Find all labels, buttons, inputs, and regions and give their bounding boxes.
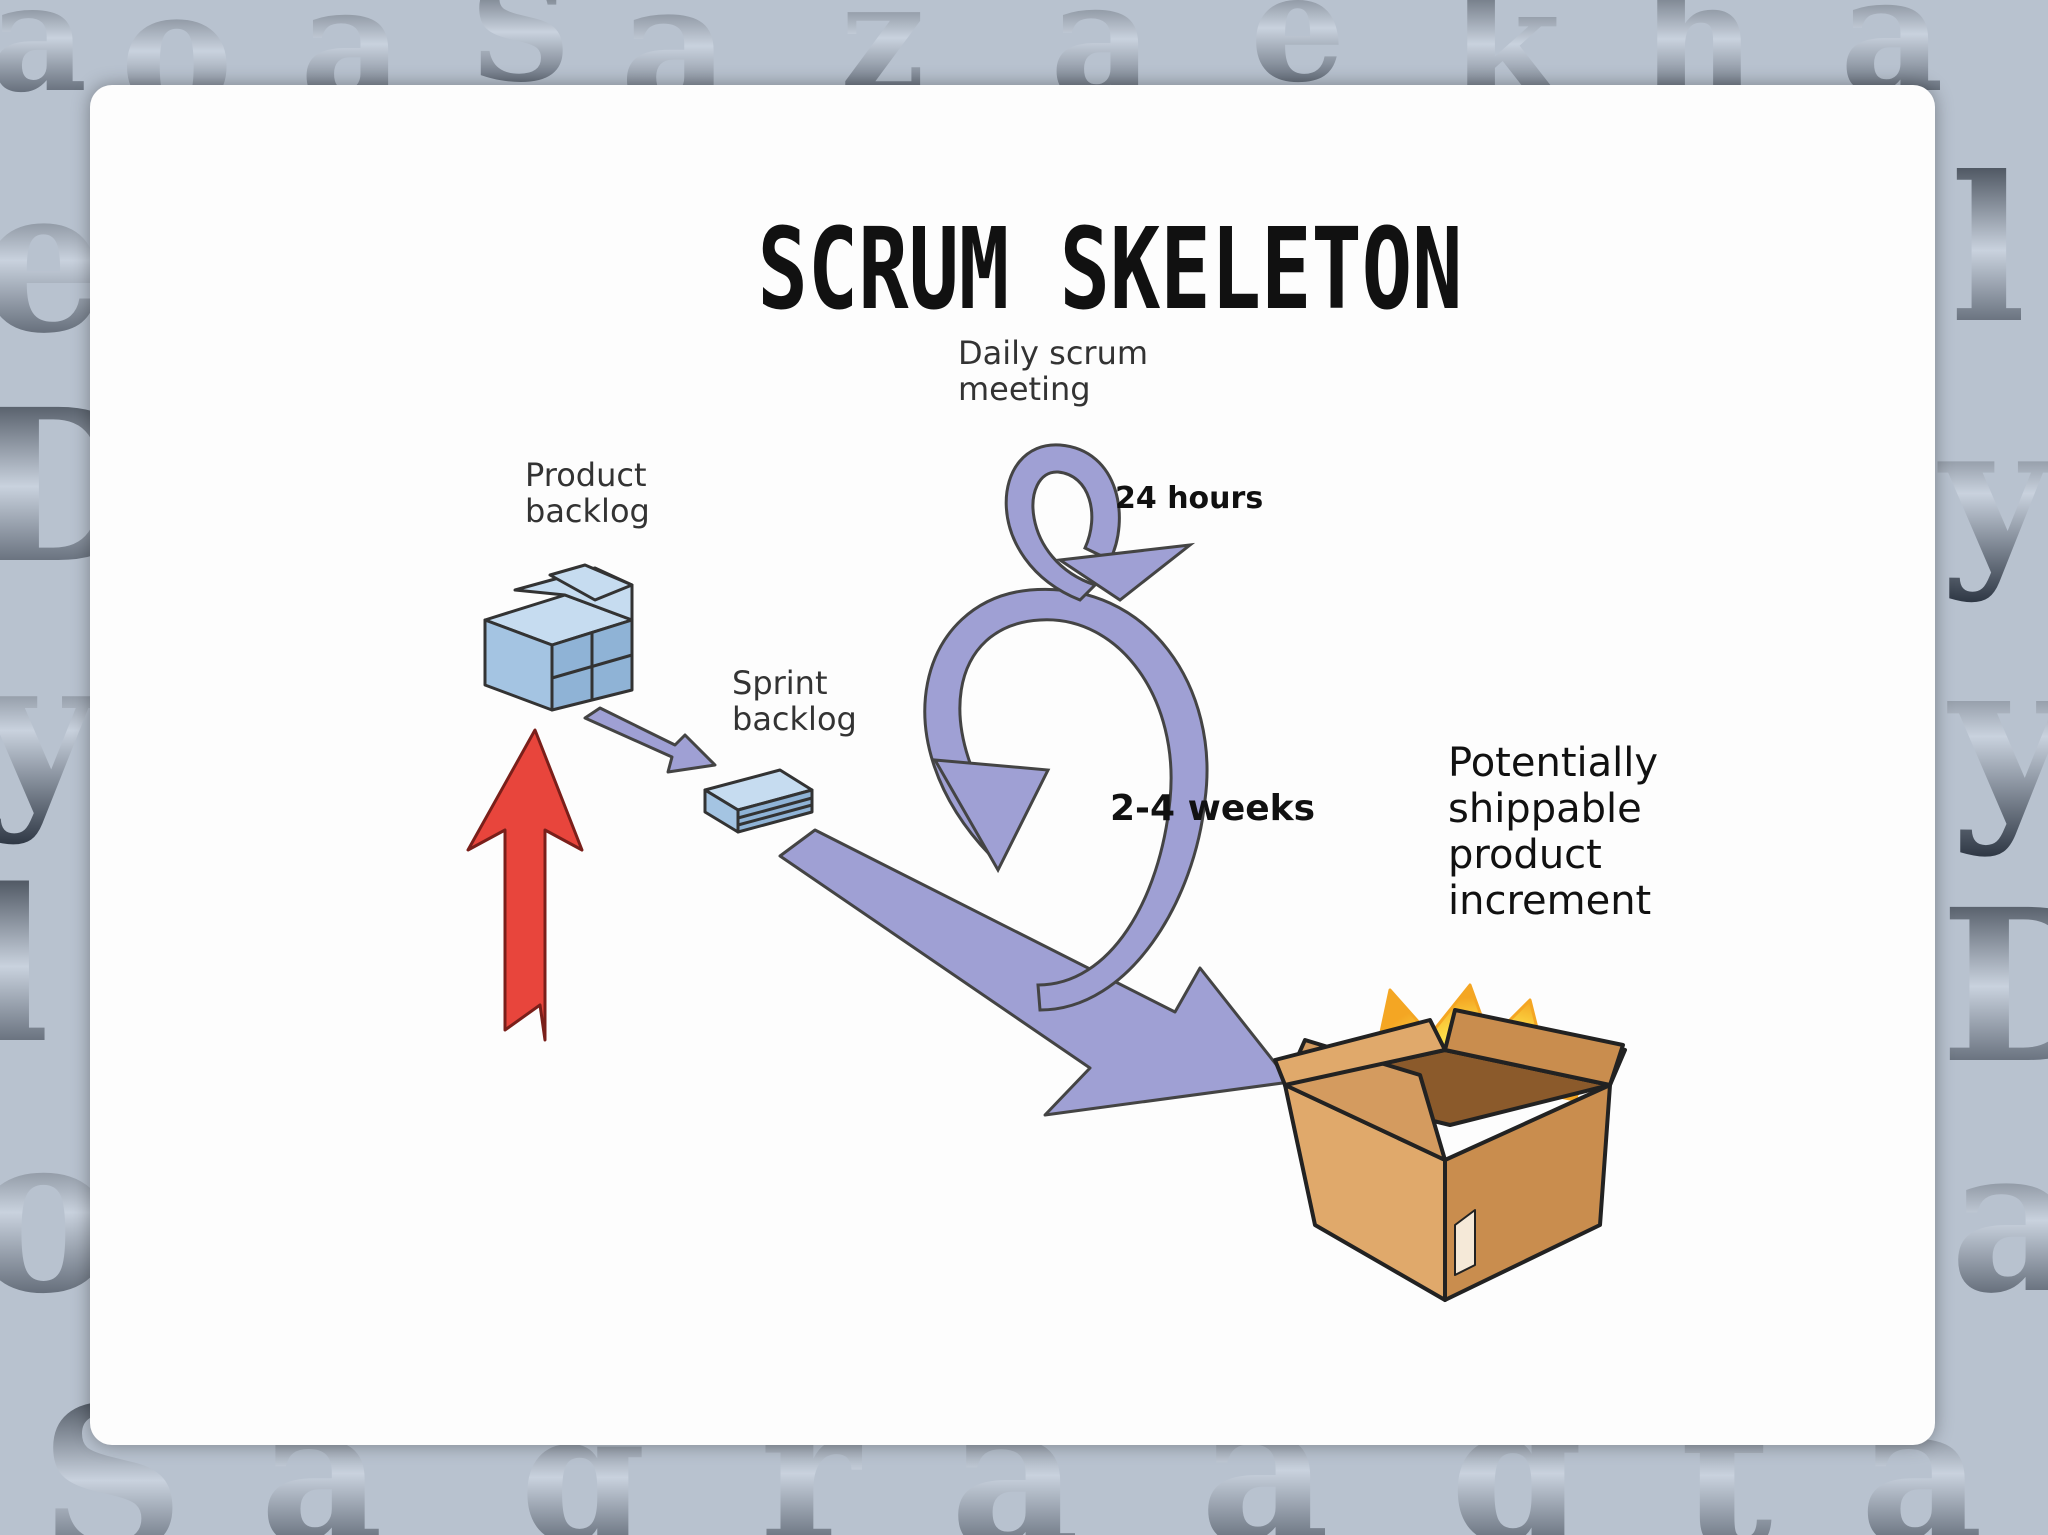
label-daily-scrum-line1: Daily scrum — [958, 334, 1148, 372]
label-daily-scrum-line2: meeting — [958, 370, 1091, 408]
product-backlog-blocks — [483, 563, 634, 712]
svg-text:y: y — [1947, 613, 2048, 860]
sprint-loop-arrow — [923, 587, 1209, 1012]
sprint-backlog-stack — [703, 768, 814, 834]
backlog-to-sprint-arrow — [583, 706, 717, 774]
page-title: SCRUM SKELETON — [758, 205, 1463, 335]
svg-text:l: l — [0, 843, 50, 1090]
svg-text:e: e — [0, 143, 107, 378]
label-product-backlog-line1: Product — [525, 456, 647, 494]
product-increment-box — [1273, 983, 1627, 1302]
svg-text:y: y — [0, 613, 101, 848]
label-24-hours: 24 hours — [1115, 481, 1263, 516]
sprint-flow-arrow — [778, 828, 1292, 1117]
label-sprint-backlog-line1: Sprint — [732, 664, 828, 702]
label-increment-line1: Potentially — [1448, 740, 1658, 786]
svg-text:a: a — [0, 0, 87, 126]
svg-text:D: D — [1940, 863, 2048, 1110]
label-product-backlog-line2: backlog — [525, 492, 650, 530]
slide-panel — [90, 85, 1935, 1445]
label-increment-line4: increment — [1448, 878, 1651, 924]
daily-loop-arrow — [1004, 443, 1196, 602]
svg-text:y: y — [1937, 382, 2048, 605]
label-2-4-weeks: 2-4 weeks — [1110, 788, 1315, 829]
feedback-arrow — [466, 728, 584, 1042]
svg-text:a: a — [1950, 1103, 2048, 1338]
label-increment-line3: product — [1448, 832, 1602, 878]
svg-text:l: l — [1950, 133, 2026, 368]
label-sprint-backlog-line2: backlog — [732, 700, 857, 738]
label-increment-line2: shippable — [1448, 786, 1642, 832]
